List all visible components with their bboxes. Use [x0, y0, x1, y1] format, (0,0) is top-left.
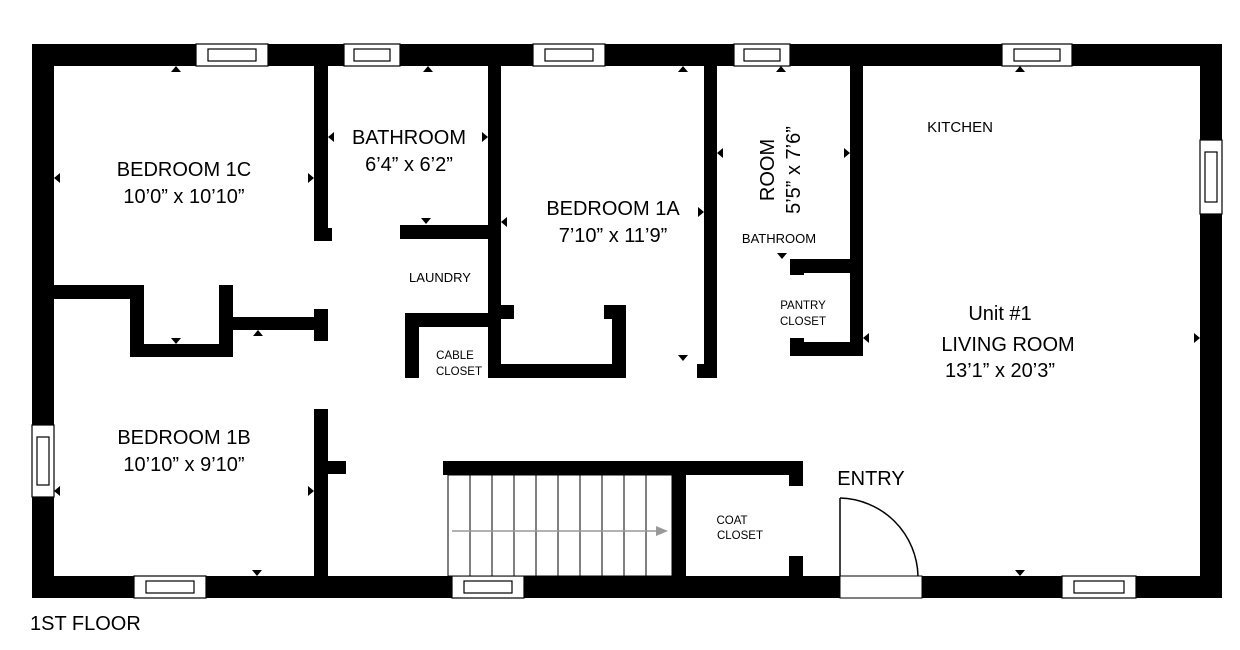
window-bottom-2 [451, 575, 525, 599]
window-bottom-1 [133, 575, 207, 599]
entry-door [839, 497, 923, 599]
window-right [1199, 139, 1223, 215]
cable-closet-line1: CABLE [436, 350, 474, 362]
bedroom-1c-name: BEDROOM 1C [117, 159, 251, 181]
window-top-5 [1001, 43, 1073, 67]
window-top-4 [733, 43, 791, 67]
coat-closet-line2: CLOSET [717, 530, 763, 542]
window-left [31, 424, 55, 498]
coat-closet-line1: COAT [716, 515, 747, 527]
bedroom-1a-dims: 7’10” x 11’9” [559, 225, 668, 247]
bathroom-name: BATHROOM [352, 127, 466, 149]
pantry-closet-line1: PANTRY [780, 300, 826, 312]
living-room-unit: Unit #1 [968, 303, 1031, 325]
cable-closet-line2: CLOSET [436, 366, 482, 378]
pantry-closet-line2: CLOSET [780, 316, 826, 328]
dimension-ticks [54, 66, 1200, 576]
floor-plan: BEDROOM 1C 10’0” x 10’10” BATHROOM 6’4” … [31, 43, 1223, 599]
bathroom-small-name: BATHROOM [742, 231, 816, 246]
windows [31, 43, 1223, 599]
window-top-2 [343, 43, 401, 67]
window-bottom-3 [1061, 575, 1137, 599]
interior-walls [54, 66, 863, 589]
window-top-1 [195, 43, 269, 67]
room-name: ROOM [757, 139, 779, 201]
living-room-dims: 13’1” x 20’3” [945, 360, 1055, 382]
staircase [447, 474, 673, 577]
kitchen-name: KITCHEN [927, 119, 993, 136]
bathroom-dims: 6’4” x 6’2” [365, 154, 453, 176]
floor-label: 1ST FLOOR [30, 613, 141, 635]
room-labels: BEDROOM 1C 10’0” x 10’10” BATHROOM 6’4” … [117, 119, 1075, 542]
window-top-3 [532, 43, 606, 67]
entry-name: ENTRY [837, 468, 904, 490]
bedroom-1b-dims: 10’10” x 9’10” [123, 454, 244, 476]
laundry-name: LAUNDRY [409, 270, 471, 285]
bedroom-1c-dims: 10’0” x 10’10” [123, 186, 244, 208]
bedroom-1a-name: BEDROOM 1A [546, 198, 680, 220]
room-dims: 5’5” x 7’6” [783, 126, 805, 214]
bedroom-1b-name: BEDROOM 1B [117, 427, 250, 449]
living-room-name: LIVING ROOM [941, 334, 1074, 356]
stair-arrow [452, 526, 668, 536]
